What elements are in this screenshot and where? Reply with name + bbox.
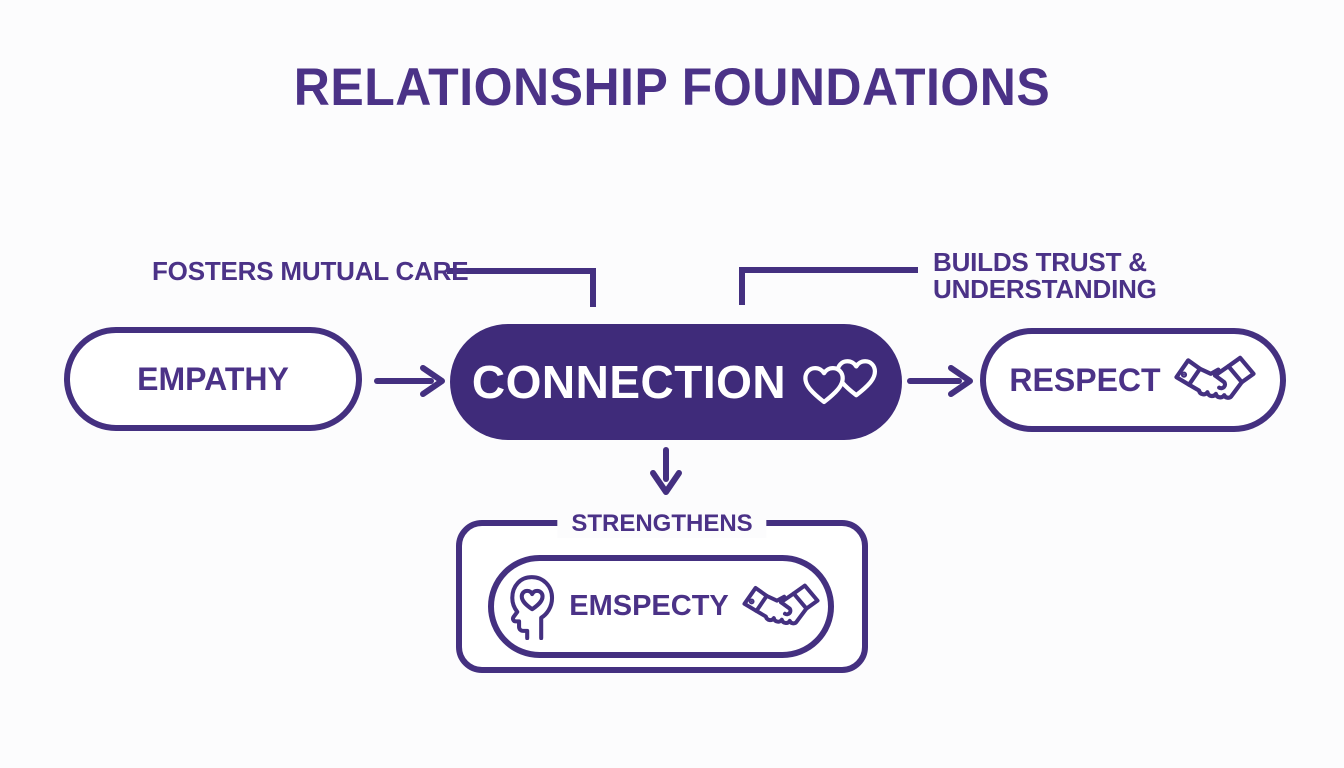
handshake-icon [1173,352,1257,409]
node-respect-label: RESPECT [1009,361,1161,398]
label-fosters-mutual-care: FOSTERS MUTUAL CARE [152,256,469,286]
node-combined: EMSPECTY [488,555,834,658]
head-with-heart-icon [501,573,557,640]
fosters-connector-line [447,268,596,307]
arrow-connection-down-head [650,470,682,495]
arrow-empathy-to-connection-head [420,365,445,397]
node-combined-label: EMSPECTY [569,590,729,622]
double-heart-icon [803,358,878,404]
label-builds-trust-understanding: BUILDS TRUST & UNDERSTANDING [933,249,1157,303]
label-builds-trust-line1: BUILDS TRUST & [933,247,1147,277]
node-empathy-label: EMPATHY [137,360,289,397]
label-builds-trust-line2: UNDERSTANDING [933,274,1157,304]
arrow-connection-to-respect-head [948,365,973,397]
builds-connector-line [739,267,918,305]
node-connection-label: CONNECTION [471,356,787,408]
node-connection: CONNECTION [450,324,902,440]
label-strengthens: STRENGTHENS [557,510,767,538]
node-empathy: EMPATHY [64,327,362,431]
node-respect: RESPECT [980,328,1286,432]
strengthens-box: STRENGTHENS EMSPECTY [456,510,868,673]
page-title: RELATIONSHIP FOUNDATIONS [293,57,1051,117]
handshake-icon [741,580,821,634]
